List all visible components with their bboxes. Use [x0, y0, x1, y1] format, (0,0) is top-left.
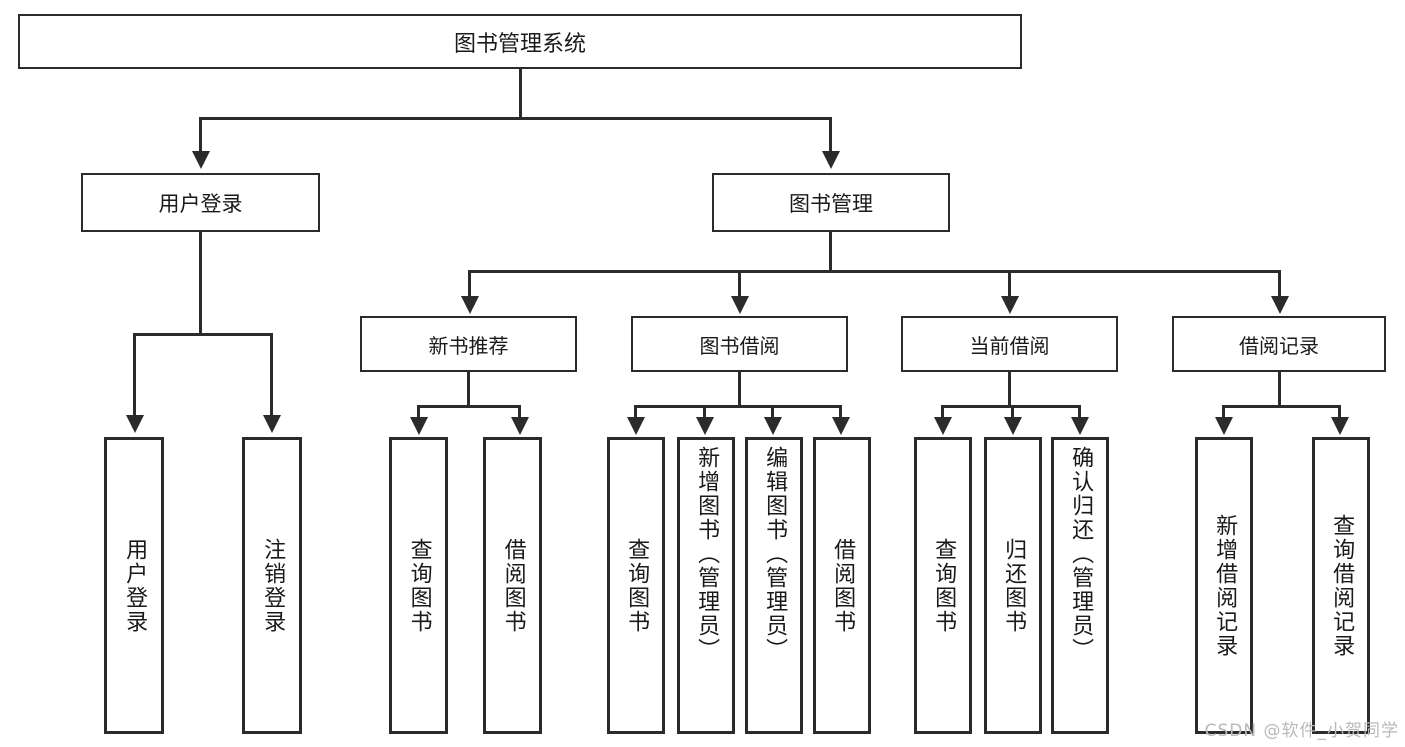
connector-user-login-stem [199, 232, 202, 335]
connector-new-book-bus [417, 405, 521, 408]
arrow-to-leaf-new-book-0 [410, 417, 428, 435]
connector-user-login-bus [133, 333, 272, 336]
leaf-current-borrow-2[interactable]: 确认归还（管理员） [1051, 437, 1109, 734]
connector-book-borrow-drop-3 [839, 405, 842, 419]
leaf-borrow-record-1[interactable]: 查询借阅记录 [1312, 437, 1370, 734]
leaf-label: 编辑图书（管理员） [762, 446, 788, 662]
connector-book-borrow-drop-0 [634, 405, 637, 419]
connector-new-book-stem [467, 372, 470, 407]
leaf-book-borrow-0[interactable]: 查询图书 [607, 437, 665, 734]
node-new-book-recommend-label: 新书推荐 [428, 333, 509, 358]
leaf-label: 注销登录 [260, 537, 286, 634]
arrow-to-borrow-record [1271, 296, 1289, 314]
arrow-to-leaf-user-login-1 [263, 415, 281, 433]
connector-borrow-record-stem [1278, 372, 1281, 407]
node-book-manage[interactable]: 图书管理 [712, 173, 950, 232]
arrow-to-leaf-current-borrow-1 [1004, 417, 1022, 435]
node-root[interactable]: 图书管理系统 [18, 14, 1022, 69]
arrow-to-leaf-borrow-record-0 [1215, 417, 1233, 435]
arrow-to-leaf-current-borrow-0 [934, 417, 952, 435]
arrow-to-leaf-book-borrow-1 [696, 417, 714, 435]
arrow-to-leaf-book-borrow-2 [764, 417, 782, 435]
node-root-label: 图书管理系统 [453, 31, 586, 57]
leaf-label: 确认归还（管理员） [1068, 446, 1094, 662]
leaf-book-borrow-3[interactable]: 借阅图书 [813, 437, 871, 734]
connector-book-borrow-drop-2 [771, 405, 774, 419]
arrow-to-leaf-borrow-record-1 [1331, 417, 1349, 435]
connector-tier2-drop-0 [468, 270, 471, 298]
connector-current-borrow-drop-0 [941, 405, 944, 419]
connector-tier2-drop-3 [1278, 270, 1281, 298]
connector-tier2-drop-2 [1008, 270, 1011, 298]
leaf-label: 借阅图书 [830, 537, 856, 634]
connector-tier1-drop-book-manage [829, 117, 832, 153]
arrow-to-new-book-recommend [461, 296, 479, 314]
connector-tier2-bus [468, 270, 1281, 273]
leaf-new-book-recommend-0[interactable]: 查询图书 [389, 437, 448, 734]
node-current-borrow-label: 当前借阅 [969, 333, 1050, 358]
connector-current-borrow-drop-2 [1078, 405, 1081, 419]
leaf-borrow-record-0[interactable]: 新增借阅记录 [1195, 437, 1253, 734]
leaf-label: 新增借阅记录 [1212, 513, 1238, 658]
arrow-to-leaf-book-borrow-3 [832, 417, 850, 435]
connector-book-borrow-drop-1 [703, 405, 706, 419]
leaf-current-borrow-0[interactable]: 查询图书 [914, 437, 972, 734]
node-user-login[interactable]: 用户登录 [81, 173, 320, 232]
node-borrow-record[interactable]: 借阅记录 [1172, 316, 1386, 372]
arrow-to-book-manage [822, 151, 840, 169]
connector-book-manage-stem [829, 232, 832, 272]
leaf-label: 查询借阅记录 [1329, 513, 1355, 658]
leaf-user-login-0[interactable]: 用户登录 [104, 437, 164, 734]
connector-book-borrow-bus [634, 405, 842, 408]
leaf-book-borrow-1[interactable]: 新增图书（管理员） [677, 437, 735, 734]
node-book-borrow[interactable]: 图书借阅 [631, 316, 848, 372]
arrow-to-user-login [192, 151, 210, 169]
connector-borrow-record-bus [1222, 405, 1341, 408]
node-borrow-record-label: 借阅记录 [1239, 333, 1319, 358]
connector-tier1-drop-user-login [199, 117, 202, 153]
connector-new-book-drop-0 [417, 405, 420, 419]
arrow-to-current-borrow [1001, 296, 1019, 314]
leaf-book-borrow-2[interactable]: 编辑图书（管理员） [745, 437, 803, 734]
leaf-user-login-1[interactable]: 注销登录 [242, 437, 302, 734]
connector-borrow-record-drop-0 [1222, 405, 1225, 419]
leaf-new-book-recommend-1[interactable]: 借阅图书 [483, 437, 542, 734]
leaf-label: 查询图书 [624, 537, 650, 634]
connector-user-login-drop-0 [133, 333, 136, 417]
node-book-manage-label: 图书管理 [789, 191, 873, 216]
connector-tier2-drop-1 [738, 270, 741, 298]
connector-book-borrow-stem [738, 372, 741, 407]
connector-new-book-drop-1 [518, 405, 521, 419]
node-current-borrow[interactable]: 当前借阅 [901, 316, 1118, 372]
connector-borrow-record-drop-1 [1338, 405, 1341, 419]
connector-root-stem [519, 69, 522, 119]
node-new-book-recommend[interactable]: 新书推荐 [360, 316, 577, 372]
arrow-to-leaf-book-borrow-0 [627, 417, 645, 435]
node-user-login-label: 用户登录 [158, 191, 243, 216]
arrow-to-leaf-current-borrow-2 [1071, 417, 1089, 435]
leaf-label: 查询图书 [406, 537, 432, 634]
leaf-label: 查询图书 [931, 537, 957, 634]
arrow-to-leaf-new-book-1 [511, 417, 529, 435]
connector-current-borrow-stem [1008, 372, 1011, 407]
leaf-label: 新增图书（管理员） [694, 446, 720, 662]
watermark: CSDN @软件_小贺同学 [1204, 721, 1399, 741]
leaf-label: 借阅图书 [500, 537, 526, 634]
connector-current-borrow-drop-1 [1011, 405, 1014, 419]
node-book-borrow-label: 图书借阅 [699, 333, 780, 358]
arrow-to-leaf-user-login-0 [126, 415, 144, 433]
connector-tier1-bus [199, 117, 832, 120]
leaf-label: 归还图书 [1001, 537, 1027, 634]
connector-user-login-drop-1 [270, 333, 273, 417]
arrow-to-book-borrow [731, 296, 749, 314]
leaf-label: 用户登录 [122, 537, 148, 634]
leaf-current-borrow-1[interactable]: 归还图书 [984, 437, 1042, 734]
